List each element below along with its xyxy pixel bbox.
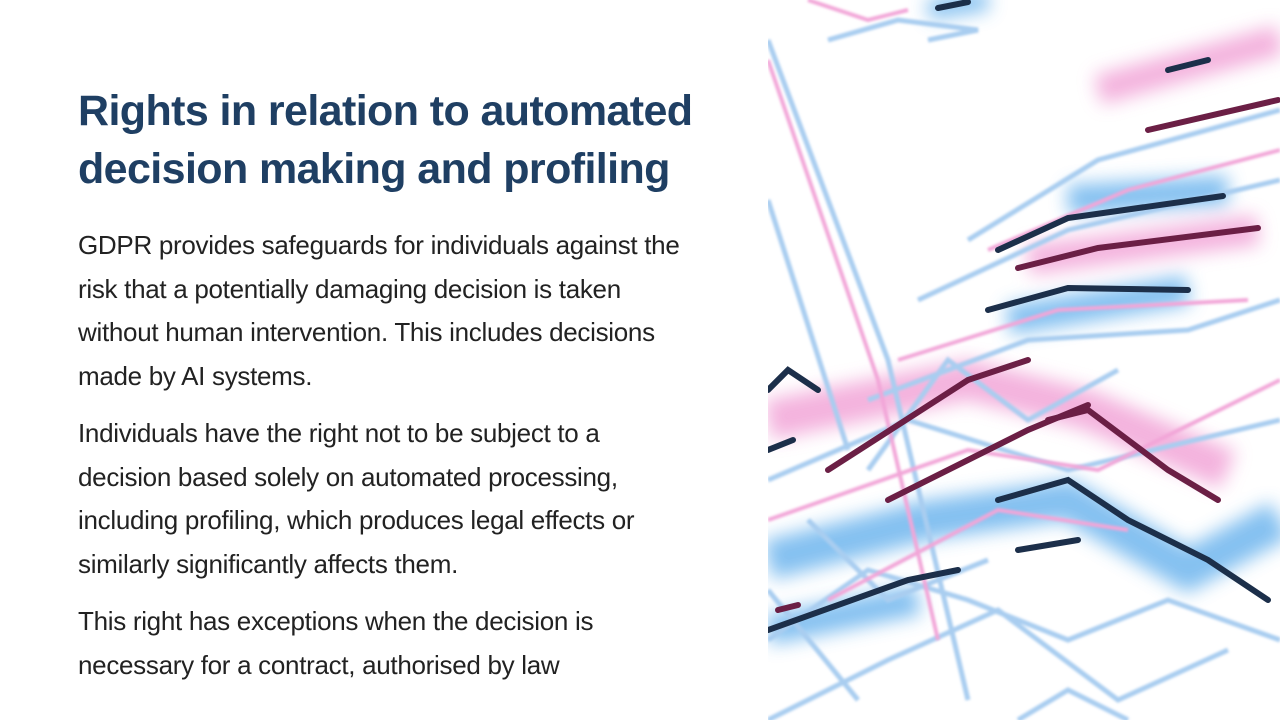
text-panel: Rights in relation to automated decision… [78, 82, 698, 701]
paragraph-safeguards: GDPR provides safeguards for individuals… [78, 230, 680, 391]
abstract-lines-illustration [768, 0, 1280, 720]
slide-content: Rights in relation to automated decision… [78, 82, 698, 701]
slide-title: Rights in relation to automated decision… [78, 87, 693, 193]
paragraph-exceptions: This right has exceptions when the decis… [78, 606, 594, 680]
paragraph-right-not-subject: Individuals have the right not to be sub… [78, 418, 635, 579]
decorative-image [768, 0, 1280, 720]
